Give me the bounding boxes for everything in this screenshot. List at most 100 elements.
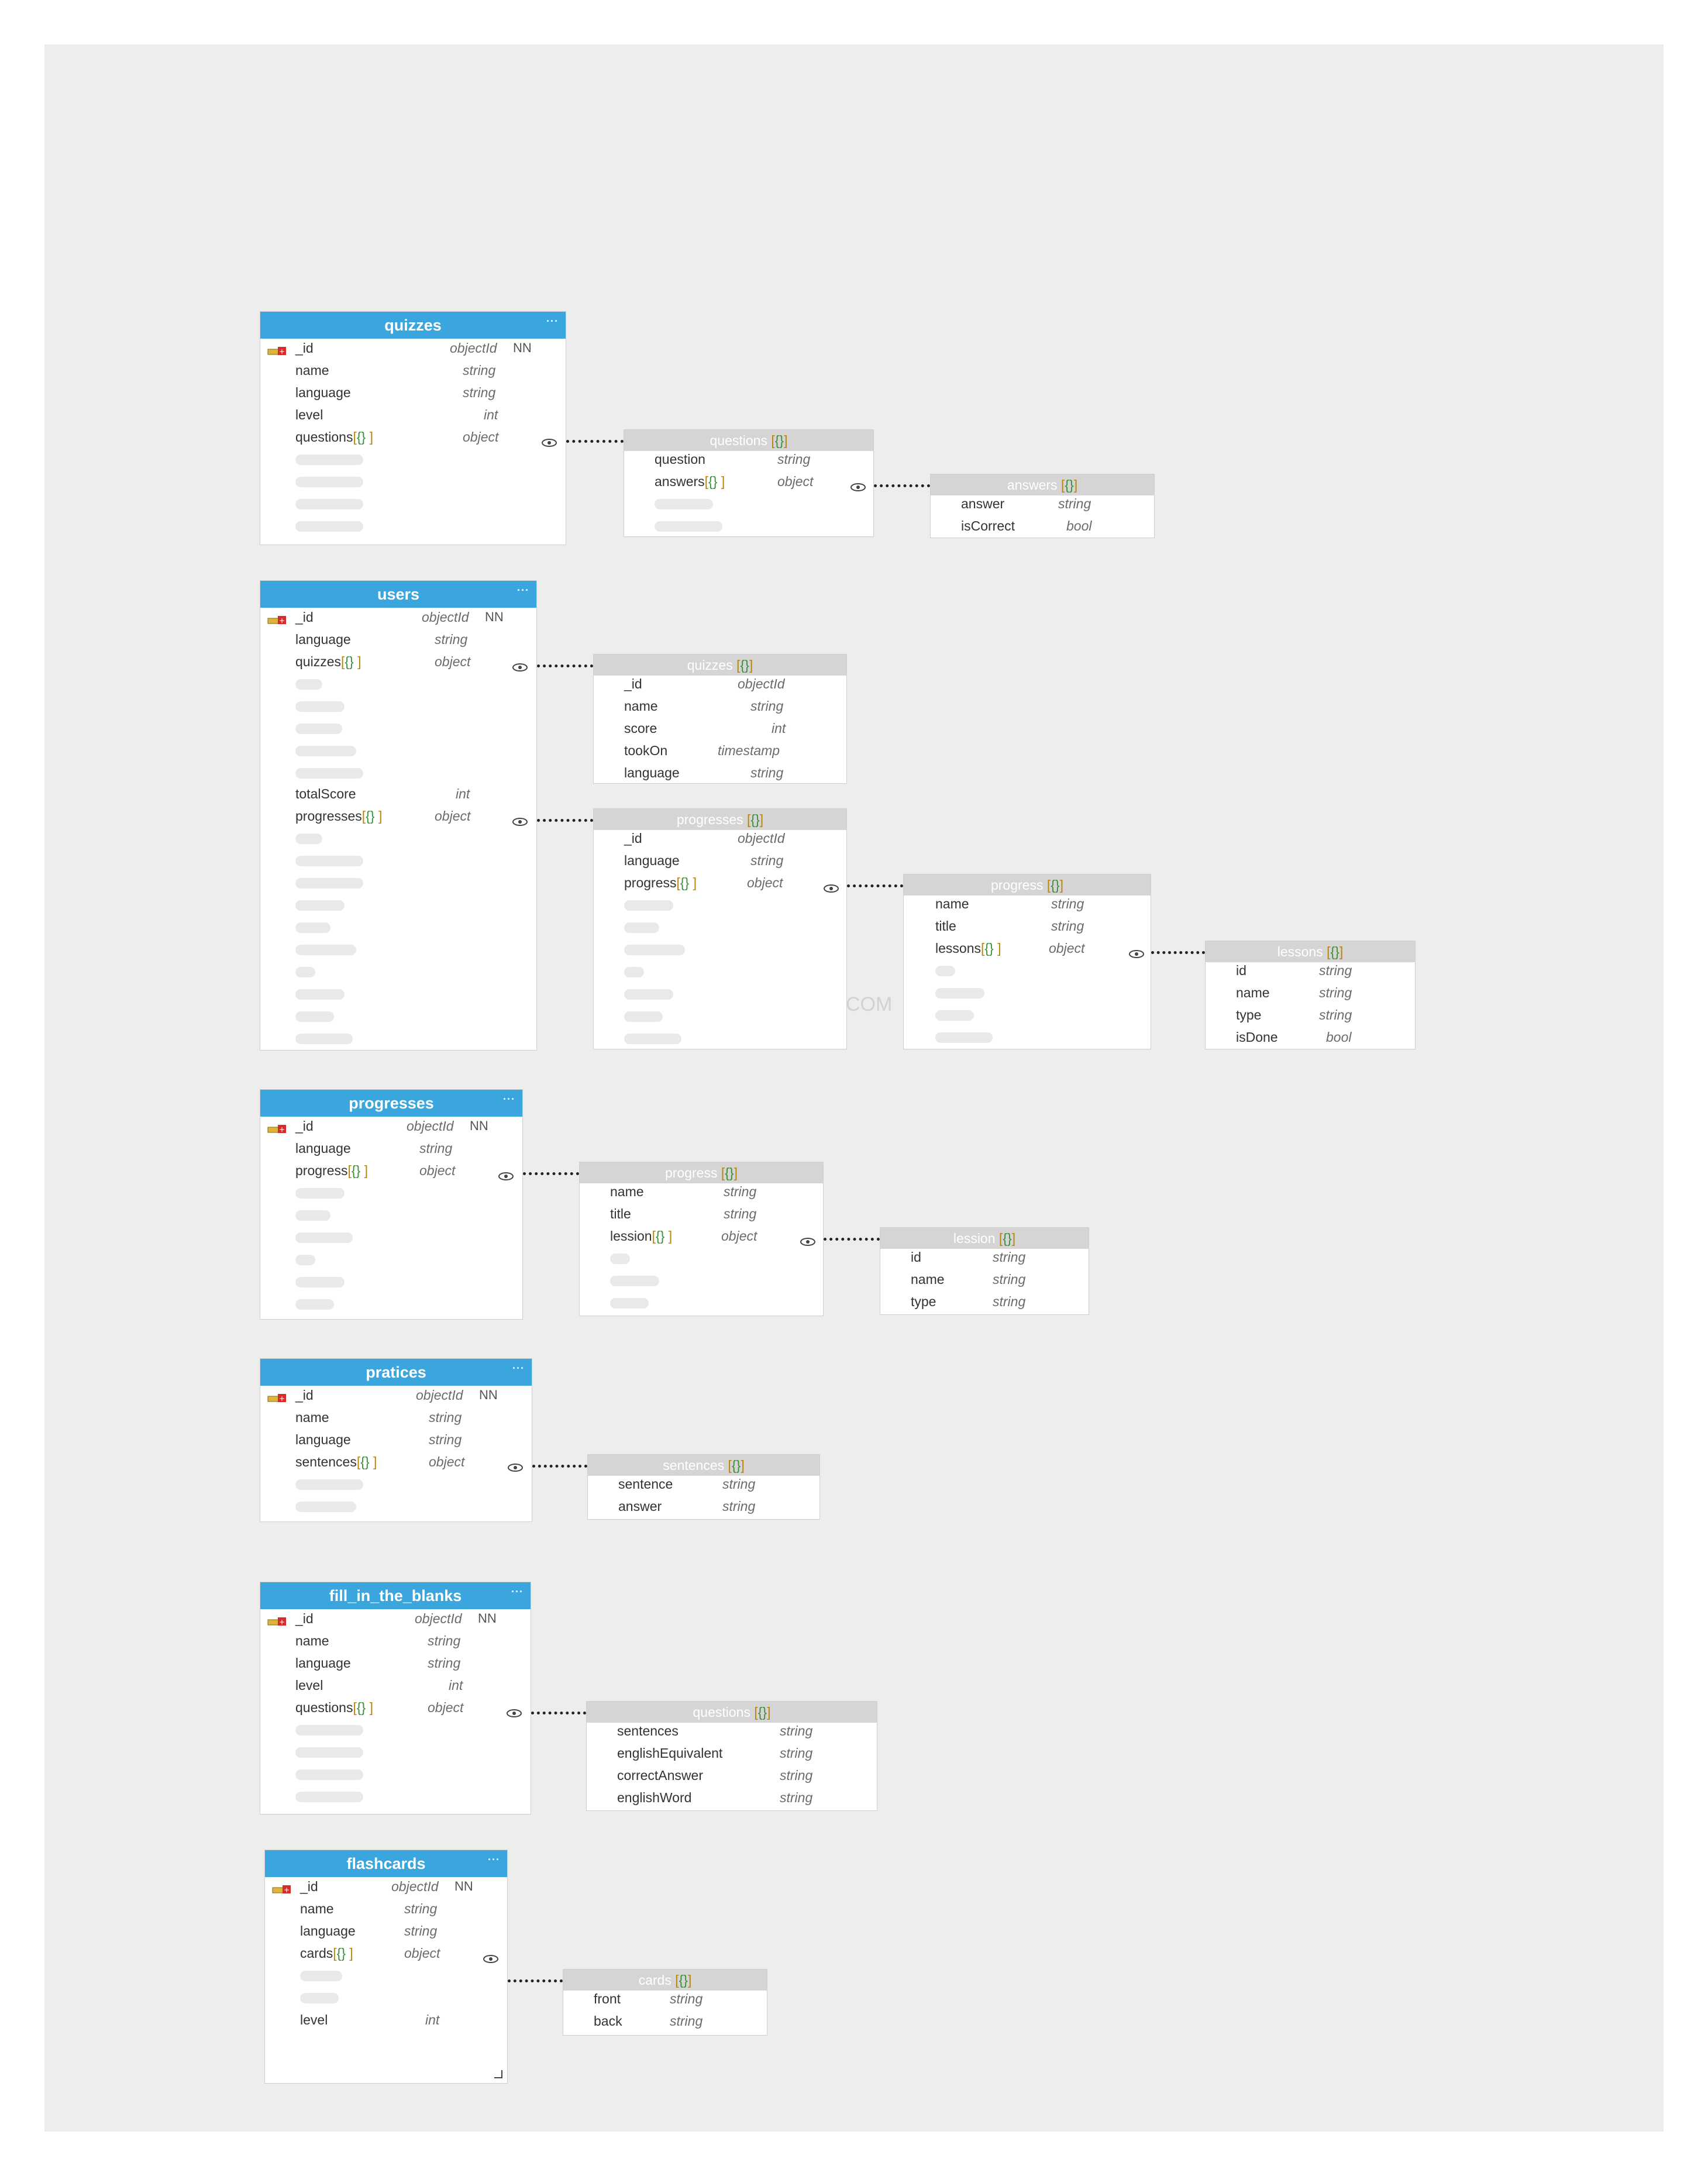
more-options-icon[interactable]: ··· (512, 1362, 525, 1374)
subdoc-header[interactable]: questions [{}] (587, 1702, 877, 1723)
field-row[interactable]: lession[{} ] object (580, 1225, 823, 1247)
collection-header[interactable]: quizzes ··· (260, 312, 566, 339)
field-row[interactable]: cards[{} ] object (265, 1943, 507, 1964)
subdocument-toggle-icon[interactable] (512, 657, 528, 672)
field-row[interactable]: language string (260, 1429, 532, 1450)
more-options-icon[interactable]: ··· (511, 1586, 524, 1597)
field-row[interactable]: answers[{} ] object (624, 471, 873, 492)
collection-header[interactable]: fill_in_the_blanks ··· (260, 1582, 531, 1609)
field-row[interactable]: name string (260, 1630, 531, 1651)
collection-header[interactable]: flashcards ··· (265, 1850, 507, 1877)
collection-flashcards[interactable]: flashcards ··· + _id objectId NN name st… (264, 1850, 508, 2084)
field-row[interactable]: language string (260, 382, 566, 403)
field-row[interactable]: level int (260, 1675, 531, 1696)
field-row[interactable]: language string (265, 1920, 507, 1941)
field-row[interactable]: lessons[{} ] object (904, 938, 1151, 959)
field-row[interactable]: level int (265, 2009, 507, 2030)
field-row[interactable]: question string (624, 449, 873, 470)
subdocument-toggle-icon[interactable] (498, 1166, 514, 1180)
resize-handle-icon[interactable] (494, 2070, 502, 2078)
subdocument-toggle-icon[interactable] (823, 878, 839, 893)
more-options-icon[interactable]: ··· (503, 1093, 515, 1105)
field-row[interactable]: + _id objectId NN (260, 607, 536, 628)
subdocument-toggle-icon[interactable] (850, 477, 866, 491)
field-row[interactable]: + _id objectId NN (260, 338, 566, 359)
field-row[interactable]: questions[{} ] object (260, 1697, 531, 1718)
subdoc-header[interactable]: lession [{}] (880, 1228, 1089, 1249)
collection-header[interactable]: pratices ··· (260, 1359, 532, 1386)
field-row[interactable]: language string (260, 1652, 531, 1674)
collection-header[interactable]: users ··· (260, 581, 536, 608)
field-row[interactable]: progresses[{} ] object (260, 805, 536, 827)
subdoc-header[interactable]: sentences [{}] (588, 1455, 819, 1476)
field-row[interactable]: progress[{} ] object (260, 1160, 522, 1181)
field-row[interactable]: + _id objectId NN (260, 1115, 522, 1137)
field-row[interactable]: + _id objectId NN (265, 1876, 507, 1897)
field-row[interactable]: name string (265, 1898, 507, 1919)
field-row[interactable]: isCorrect bool (931, 515, 1154, 536)
field-row[interactable]: level int (260, 404, 566, 425)
collection-quizzes[interactable]: quizzes ··· + _id objectId NN name strin… (260, 311, 566, 545)
subdocument-toggle-icon[interactable] (541, 432, 557, 447)
subdoc-header[interactable]: answers [{}] (931, 474, 1154, 495)
field-row[interactable]: language string (260, 1138, 522, 1159)
field-row[interactable]: language string (260, 629, 536, 650)
collection-users[interactable]: users ··· + _id objectId NN language str… (260, 580, 537, 1051)
field-row[interactable]: name string (260, 1407, 532, 1428)
field-row[interactable]: answer string (931, 493, 1154, 514)
field-row[interactable]: + _id objectId NN (260, 1608, 531, 1629)
field-row[interactable]: name string (260, 360, 566, 381)
subdoc-quizzes-answers[interactable]: answers [{}] answer string isCorrect boo… (930, 474, 1155, 538)
collection-pratices[interactable]: pratices ··· + _id objectId NN name stri… (260, 1358, 532, 1522)
subdocument-toggle-icon[interactable] (483, 1948, 499, 1963)
field-row[interactable]: totalScore int (260, 783, 536, 804)
field-row[interactable]: questions[{} ] object (260, 426, 566, 447)
subdoc-header[interactable]: progresses [{}] (594, 809, 846, 830)
collection-fill-in-the-blanks[interactable]: fill_in_the_blanks ··· + _id objectId NN… (260, 1582, 531, 1815)
subdocument-toggle-icon[interactable] (506, 1703, 522, 1717)
collection-progresses[interactable]: progresses ··· + _id objectId NN languag… (260, 1089, 523, 1320)
collection-header[interactable]: progresses ··· (260, 1090, 522, 1117)
subdoc-header[interactable]: lessons [{}] (1206, 941, 1415, 962)
subdocument-toggle-icon[interactable] (507, 1457, 524, 1472)
field-row[interactable]: sentences[{} ] object (260, 1451, 532, 1472)
subdocument-toggle-icon[interactable] (1128, 944, 1145, 958)
subdoc-quizzes-questions[interactable]: questions [{}] question string answers[{… (624, 429, 874, 537)
subdoc-header[interactable]: questions [{}] (624, 430, 873, 451)
subdocument-toggle-icon[interactable] (800, 1231, 816, 1246)
more-options-icon[interactable]: ··· (546, 315, 559, 327)
field-row[interactable]: progress[{} ] object (594, 872, 846, 893)
more-options-icon[interactable]: ··· (517, 584, 529, 596)
more-options-icon[interactable]: ··· (488, 1854, 500, 1865)
